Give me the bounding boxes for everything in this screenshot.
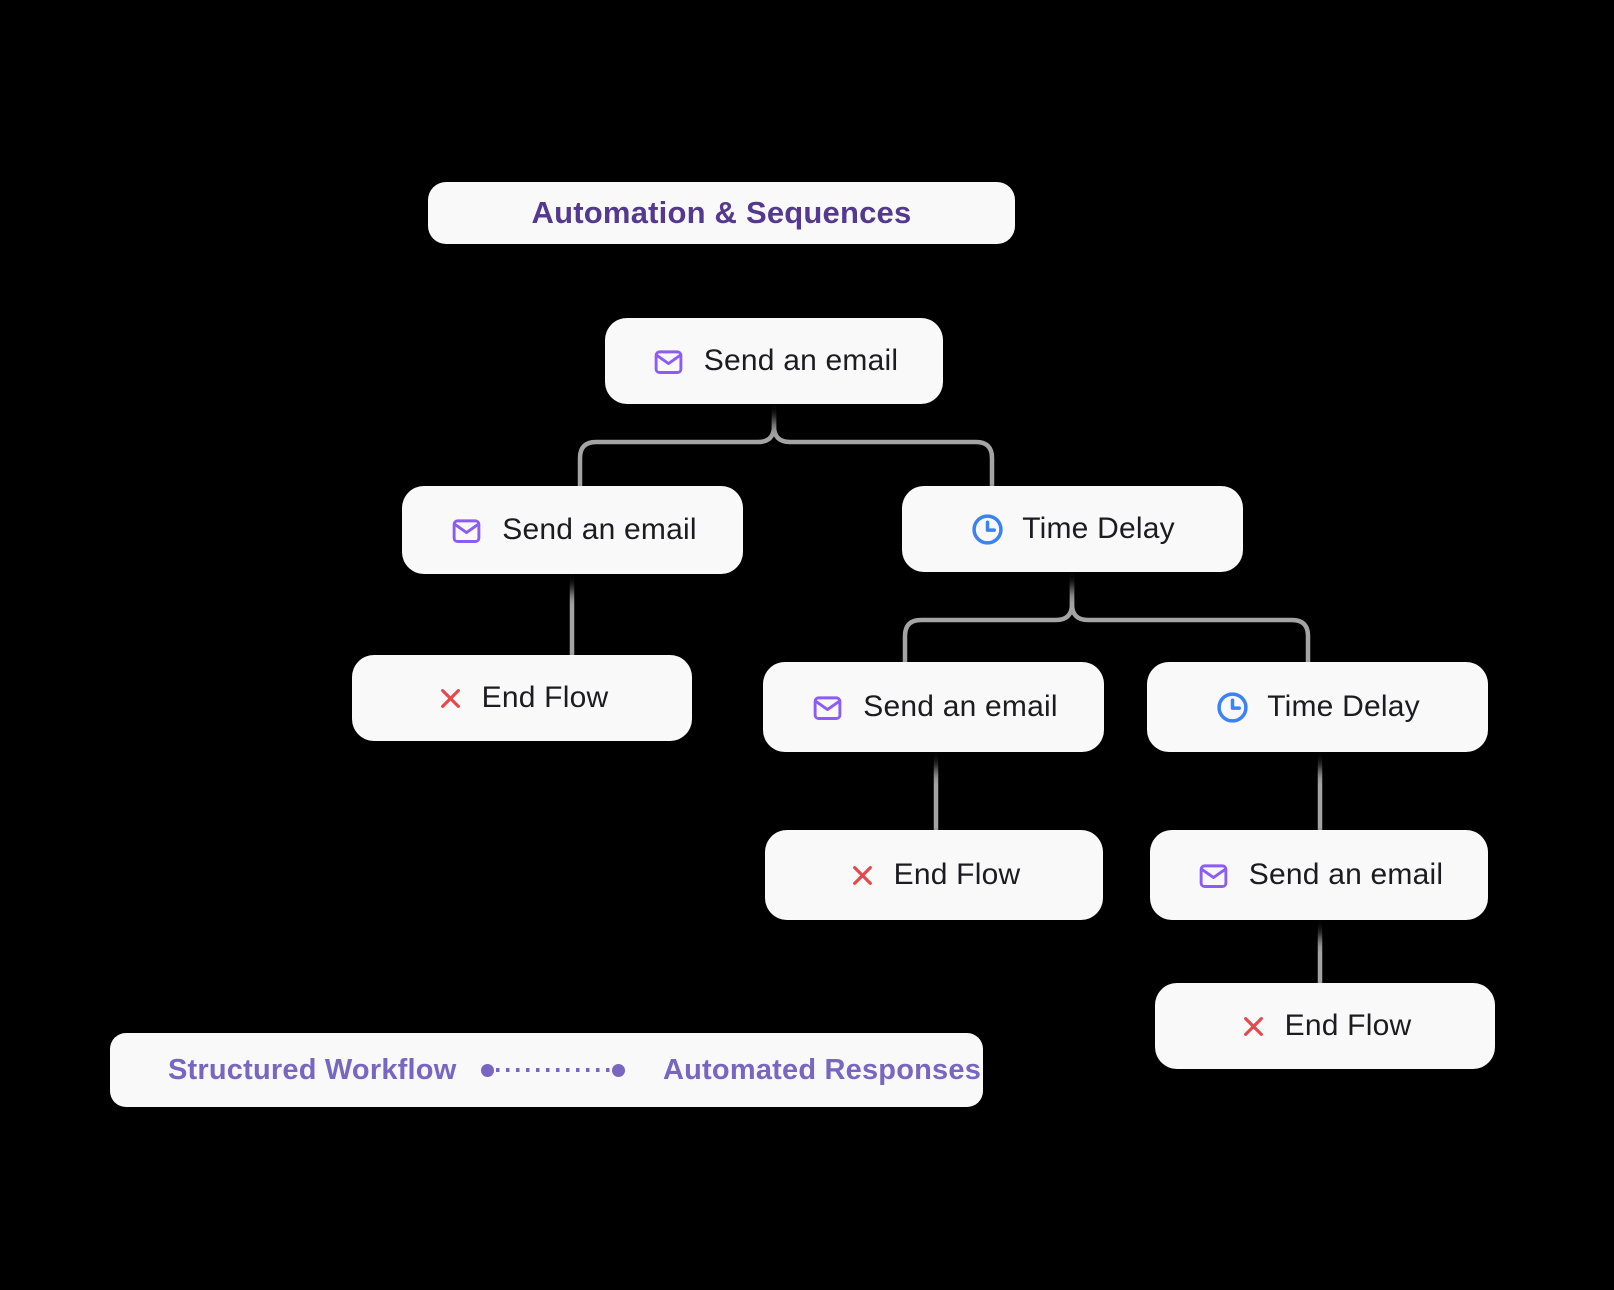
legend-left-label: Structured Workflow [168, 1053, 457, 1086]
node-end-flow-3[interactable]: End Flow [1155, 983, 1495, 1069]
x-icon [852, 865, 872, 885]
node-label: End Flow [1284, 1009, 1412, 1042]
legend-box: Structured Workflow Automated Responses [110, 1033, 983, 1107]
node-time-delay-2[interactable]: Time Delay [1147, 662, 1488, 752]
node-label: Send an email [1248, 858, 1444, 891]
diagram-title-box: Automation & Sequences [428, 182, 1015, 244]
node-send-email-2[interactable]: Send an email [402, 486, 743, 574]
legend-dot-left [481, 1063, 494, 1077]
mail-icon [1199, 863, 1228, 888]
node-label: End Flow [481, 681, 609, 714]
node-label: Send an email [863, 690, 1058, 723]
edge-n3-n5 [902, 572, 1075, 662]
mail-icon [654, 349, 683, 374]
legend-connector-line [481, 1062, 625, 1078]
legend-dotted-line [496, 1068, 610, 1072]
clock-icon [972, 513, 1003, 545]
node-end-flow-2[interactable]: End Flow [765, 830, 1103, 920]
mail-icon [452, 518, 481, 543]
mail-icon [813, 695, 842, 720]
edge-n1-n2 [577, 404, 777, 486]
node-label: End Flow [893, 858, 1021, 891]
node-send-email-4[interactable]: Send an email [1150, 830, 1488, 920]
node-label: Time Delay [1022, 512, 1175, 545]
x-icon [1243, 1016, 1263, 1036]
node-label: Send an email [703, 344, 899, 377]
node-send-email-1[interactable]: Send an email [605, 318, 943, 404]
clock-icon [1217, 691, 1248, 723]
node-label: Time Delay [1267, 690, 1420, 723]
legend-right-label: Automated Responses [663, 1053, 982, 1086]
legend-dot-right [612, 1063, 625, 1077]
x-icon [440, 688, 460, 708]
edge-n3-n6 [1069, 572, 1311, 662]
edge-n1-n3 [771, 404, 995, 486]
diagram-title: Automation & Sequences [531, 195, 912, 230]
node-time-delay-1[interactable]: Time Delay [902, 486, 1243, 572]
node-label: Send an email [502, 513, 697, 546]
node-end-flow-1[interactable]: End Flow [352, 655, 692, 741]
node-send-email-3[interactable]: Send an email [763, 662, 1104, 752]
